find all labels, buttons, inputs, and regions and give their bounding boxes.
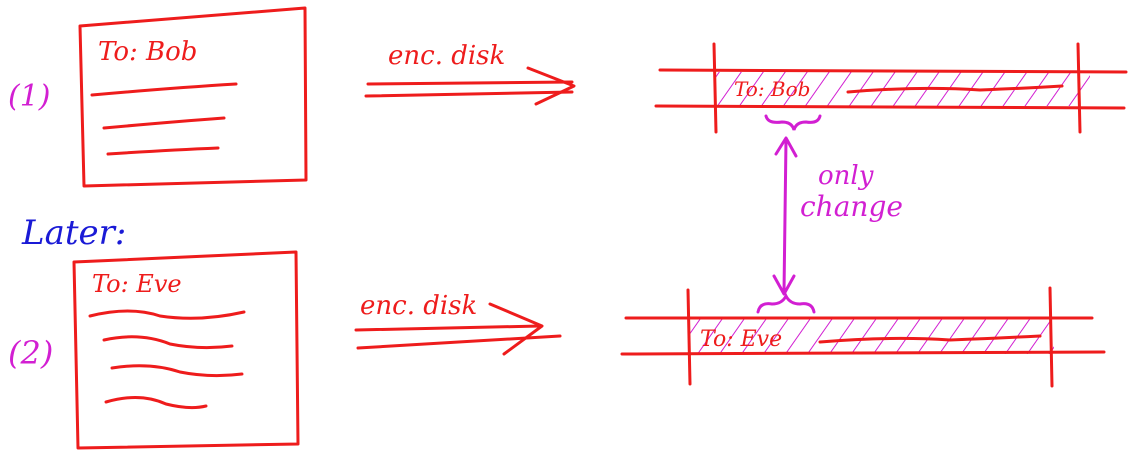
note-1-line <box>106 146 220 156</box>
disk-2-scribble <box>818 334 1042 344</box>
disk-2-text: To: Eve <box>700 327 782 352</box>
note-2-line <box>88 309 246 320</box>
step-2-label: (2) <box>8 334 53 372</box>
step-1-label: (1) <box>8 79 51 114</box>
arrow-2: enc. disk <box>354 291 562 356</box>
note-1-border <box>78 6 308 188</box>
note-2-line <box>110 364 244 378</box>
annotation-line-2: change <box>800 190 903 223</box>
change-arrow-head-top <box>774 136 798 158</box>
note-2: To: Eve <box>72 250 300 450</box>
disk-1-text: To: Bob <box>734 77 810 101</box>
note-1-line <box>90 82 238 97</box>
arrow-1-head <box>526 66 576 106</box>
change-arrow-head-bottom <box>772 274 796 296</box>
arrow-2-head <box>488 302 544 356</box>
disk-2-brace <box>756 292 816 314</box>
arrow-1: enc. disk <box>364 41 576 106</box>
note-2-line <box>104 396 208 410</box>
disk-2-hatch <box>690 318 1054 354</box>
disk-2: To: Eve <box>620 286 1106 388</box>
note-1-recipient: To: Bob <box>98 37 197 67</box>
change-arrow: only change <box>772 136 903 296</box>
annotation-line-1: only <box>818 161 874 191</box>
note-2-border <box>72 250 300 450</box>
note-1-line <box>102 116 226 130</box>
note-2-recipient: To: Eve <box>92 270 182 298</box>
disk-1: To: Bob <box>654 42 1128 134</box>
disk-1-scribble <box>846 84 1064 94</box>
note-2-line <box>102 335 234 350</box>
arrow-1-label: enc. disk <box>388 41 505 71</box>
disk-1-brace <box>764 114 822 131</box>
arrow-2-label: enc. disk <box>360 291 477 321</box>
later-label: Later: <box>21 213 126 253</box>
note-1: To: Bob <box>78 6 308 188</box>
